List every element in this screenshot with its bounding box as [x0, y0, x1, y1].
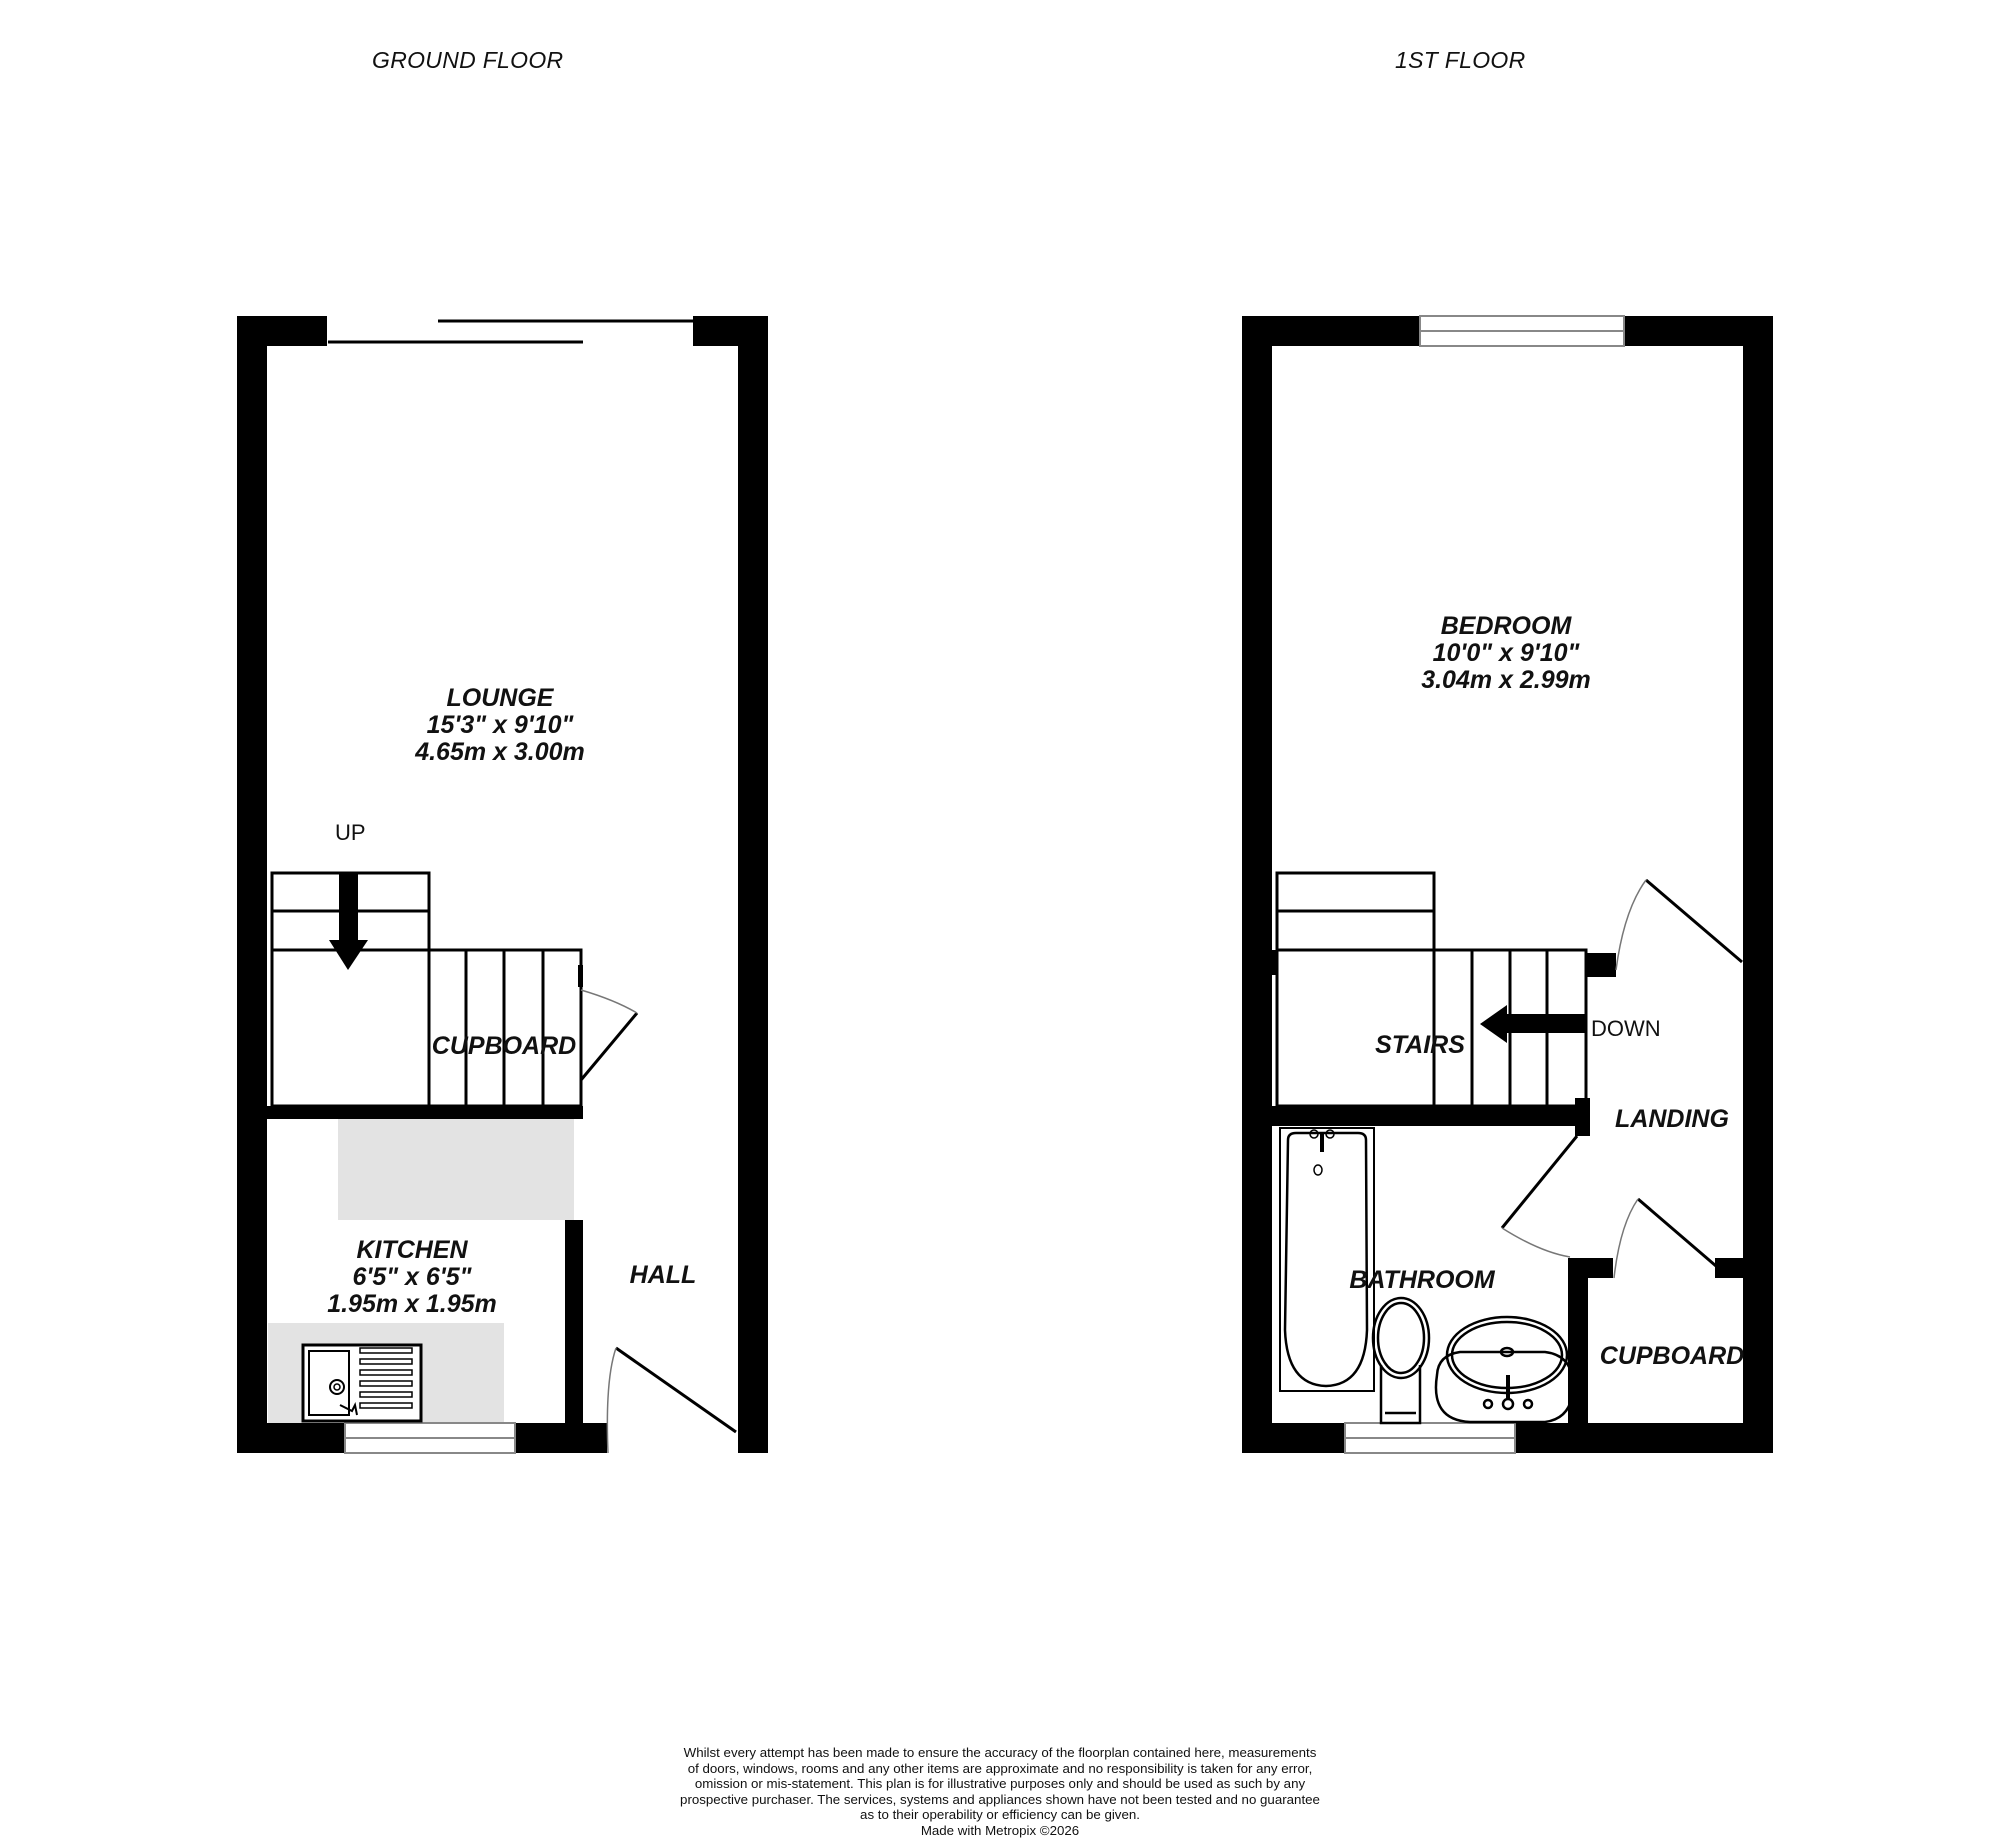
wall-left [237, 316, 267, 1453]
ground-floor-title: GROUND FLOOR [372, 47, 564, 73]
room-dim-imperial: 15'3" x 9'10" [426, 711, 574, 739]
first-floor-plan [1242, 315, 1773, 1454]
window-icon [1344, 1422, 1516, 1454]
wall-pier [1575, 1098, 1590, 1136]
disclaimer-line: as to their operability or efficiency ca… [860, 1807, 1140, 1822]
room-label-hall: HALL [630, 1262, 697, 1289]
disclaimer-line: prospective purchaser. The services, sys… [680, 1791, 1320, 1807]
room-label-lounge: LOUNGE 15'3" x 9'10" 4.65m x 3.00m [415, 685, 585, 766]
room-name: LOUNGE [446, 684, 554, 712]
wall-kitchen-hall [565, 1220, 583, 1453]
window-icon [1419, 315, 1625, 347]
door-swing-icon [1500, 1135, 1579, 1258]
toilet-icon [1371, 1296, 1431, 1425]
stairs-up-label: UP [335, 820, 366, 845]
sink-icon [301, 1343, 423, 1423]
room-name: LANDING [1615, 1105, 1729, 1133]
wall-top-left [237, 316, 327, 346]
stairs-ground [270, 871, 583, 1108]
window-icon [344, 1422, 516, 1454]
room-name: CUPBOARD [1599, 1342, 1745, 1370]
stairs-arrow-down-icon [329, 873, 368, 970]
room-label-stairs: STAIRS [1375, 1032, 1465, 1059]
ground-floor-plan [237, 316, 768, 1454]
wall-right [1743, 316, 1773, 1453]
disclaimer: Whilst every attempt has been made to en… [640, 1745, 1360, 1838]
wall-right [738, 316, 768, 1453]
door-swing-icon [1615, 878, 1743, 971]
disclaimer-line: of doors, windows, rooms and any other i… [687, 1760, 1313, 1776]
room-name: BEDROOM [1440, 612, 1572, 640]
wall-cupboard-top-right [1715, 1258, 1743, 1278]
wall-stub [1586, 953, 1616, 977]
door-swing-icon [1613, 1197, 1717, 1279]
room-name: HALL [629, 1261, 697, 1289]
room-dim-metric: 4.65m x 3.00m [415, 738, 585, 766]
room-label-cupboard: CUPBOARD [432, 1033, 576, 1060]
room-name: CUPBOARD [431, 1032, 577, 1060]
room-label-bathroom: BATHROOM [1349, 1267, 1494, 1294]
room-name: KITCHEN [356, 1236, 468, 1264]
disclaimer-line: Whilst every attempt has been made to en… [683, 1745, 1317, 1760]
stairs-arrow-left-icon [1480, 1005, 1586, 1043]
wall-top-right [1624, 316, 1773, 346]
wall-stub [1268, 950, 1276, 975]
room-dim-metric: 3.04m x 2.99m [1421, 666, 1591, 694]
room-dim-imperial: 10'0" x 9'10" [1432, 639, 1580, 667]
wall-bottom-right [1515, 1423, 1773, 1453]
first-floor-title: 1ST FLOOR [1395, 47, 1526, 73]
stairs-first [1275, 871, 1588, 1108]
wall-cupboard-top-left [1568, 1258, 1613, 1278]
room-label-landing: LANDING [1615, 1106, 1729, 1133]
room-label-bedroom: BEDROOM 10'0" x 9'10" 3.04m x 2.99m [1421, 613, 1591, 694]
wall-bottom-right [738, 1423, 768, 1453]
wall-left [1242, 316, 1272, 1453]
basin-icon [1434, 1315, 1575, 1424]
credit: Made with Metropix ©2026 [920, 1822, 1080, 1838]
disclaimer-line: omission or mis-statement. This plan is … [694, 1776, 1306, 1791]
room-label-kitchen: KITCHEN 6'5" x 6'5" 1.95m x 1.95m [327, 1237, 497, 1318]
wall-kitchen-top [267, 1106, 583, 1119]
door-swing-icon [578, 965, 639, 1081]
wall-bathroom-top [1272, 1106, 1586, 1126]
wall-top-left [1242, 316, 1420, 346]
stairs-down-label: DOWN [1591, 1016, 1661, 1041]
sliding-door-icon [328, 319, 693, 344]
wall-bottom-left [1242, 1423, 1345, 1453]
bath-icon [1279, 1127, 1375, 1392]
room-name: BATHROOM [1349, 1266, 1495, 1294]
wall-cupboard-left [1568, 1258, 1588, 1453]
room-name: STAIRS [1375, 1031, 1465, 1059]
room-dim-imperial: 6'5" x 6'5" [352, 1263, 472, 1291]
wall-bottom-mid [515, 1423, 607, 1453]
door-swing-icon [606, 1346, 737, 1454]
wall-bottom-left [237, 1423, 345, 1453]
kitchen-worktop-top [338, 1115, 574, 1220]
room-dim-metric: 1.95m x 1.95m [327, 1290, 497, 1318]
wall-top-right [693, 316, 768, 346]
room-label-cupboard: CUPBOARD [1600, 1343, 1744, 1370]
